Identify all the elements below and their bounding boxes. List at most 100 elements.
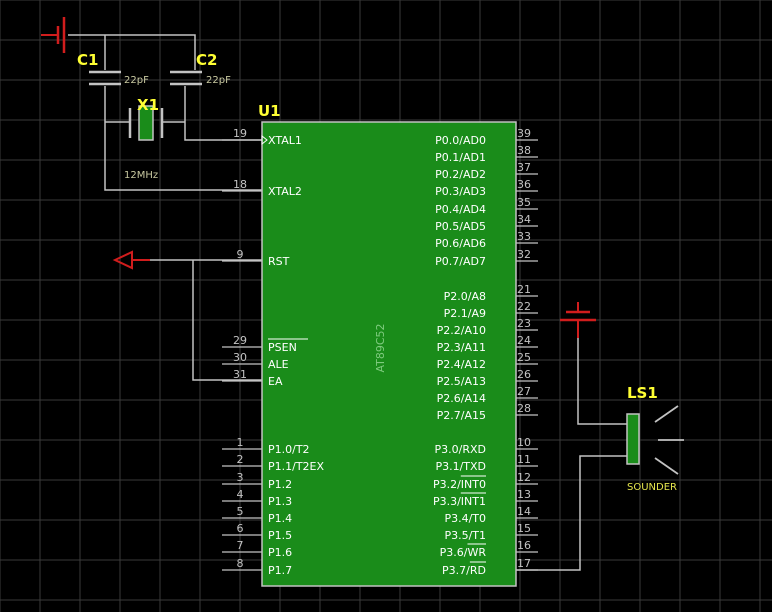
x1-value: 12MHz [124, 170, 158, 181]
chip-u1[interactable]: U1 AT89C52 [258, 102, 517, 587]
pin-name: ALE [268, 358, 289, 371]
pin-name: P0.4/AD4 [435, 203, 486, 216]
terminal-rst-arrow[interactable] [112, 250, 150, 270]
wire-c1-xtal2 [104, 86, 262, 191]
pin-number: 36 [517, 178, 531, 191]
capacitor-c1[interactable]: C1 22pF [77, 51, 149, 86]
pin-number: 4 [237, 488, 244, 501]
pin-name: P1.6 [268, 546, 292, 559]
pin-number: 24 [517, 334, 531, 347]
wire-gnd-caps [68, 34, 196, 70]
pin-name: P0.3/AD3 [435, 185, 486, 198]
pin-name: P0.7/AD7 [435, 255, 486, 268]
pin-number: 19 [233, 127, 247, 140]
pin-name: P2.5/A13 [437, 375, 486, 388]
pin-name: P3.1/TXD [435, 460, 486, 473]
pin-name: P3.0/RXD [435, 443, 486, 456]
pin-number: 23 [517, 317, 531, 330]
pin-name: P3.6/WR [440, 546, 487, 559]
ls1-value: SOUNDER [627, 482, 677, 493]
terminal-gnd-top[interactable] [41, 17, 66, 53]
pin-name: P1.4 [268, 512, 292, 525]
pin-7[interactable]: 7P1.6 [222, 539, 292, 559]
pin-name: P3.4/T0 [444, 512, 486, 525]
pin-1[interactable]: 1P1.0/T2 [222, 436, 310, 456]
pin-number: 31 [233, 368, 247, 381]
pin-number: 16 [517, 539, 531, 552]
pin-8[interactable]: 8P1.7 [222, 557, 292, 577]
pin-number: 21 [517, 283, 531, 296]
pin-name: P0.0/AD0 [435, 134, 486, 147]
pin-number: 14 [517, 505, 531, 518]
u1-right-pins: 39P0.0/AD038P0.1/AD137P0.2/AD236P0.3/AD3… [433, 127, 538, 577]
pin-name: P2.0/A8 [444, 290, 486, 303]
pin-name: P1.0/T2 [268, 443, 310, 456]
capacitor-c2[interactable]: C2 22pF [170, 51, 231, 86]
terminal-gnd-sounder[interactable] [560, 302, 596, 338]
pin-number: 10 [517, 436, 531, 449]
sounder-ls1[interactable]: LS1 SOUNDER [626, 384, 684, 493]
pin-number: 13 [517, 488, 531, 501]
pin-number: 5 [237, 505, 244, 518]
pin-number: 1 [237, 436, 244, 449]
pin-number: 27 [517, 385, 531, 398]
pin-name: P0.5/AD5 [435, 220, 486, 233]
pin-name: XTAL1 [268, 134, 302, 147]
pin-name: XTAL2 [268, 185, 302, 198]
pin-number: 17 [517, 557, 531, 570]
pin-number: 22 [517, 300, 531, 313]
pin-name: PSEN [268, 341, 297, 354]
pin-4[interactable]: 4P1.3 [222, 488, 292, 508]
pin-number: 35 [517, 196, 531, 209]
pin-number: 28 [517, 402, 531, 415]
pin-number: 2 [237, 453, 244, 466]
pin-name: P1.2 [268, 478, 292, 491]
pin-2[interactable]: 2P1.1/T2EX [222, 453, 325, 473]
pin-name: P2.1/A9 [444, 307, 486, 320]
pin-number: 34 [517, 213, 531, 226]
pin-6[interactable]: 6P1.5 [222, 522, 292, 542]
c2-value: 22pF [206, 75, 231, 86]
pin-3[interactable]: 3P1.2 [222, 471, 292, 491]
pin-number: 6 [237, 522, 244, 535]
pin-name: P1.5 [268, 529, 292, 542]
pin-number: 9 [237, 248, 244, 261]
pin-number: 18 [233, 178, 247, 191]
pin-name: P2.7/A15 [437, 409, 486, 422]
pin-5[interactable]: 5P1.4 [222, 505, 292, 525]
pin-name: P3.2/INT0 [433, 478, 486, 491]
crystal-x1[interactable]: X1 12MHz [124, 96, 164, 181]
pin-name: P1.3 [268, 495, 292, 508]
